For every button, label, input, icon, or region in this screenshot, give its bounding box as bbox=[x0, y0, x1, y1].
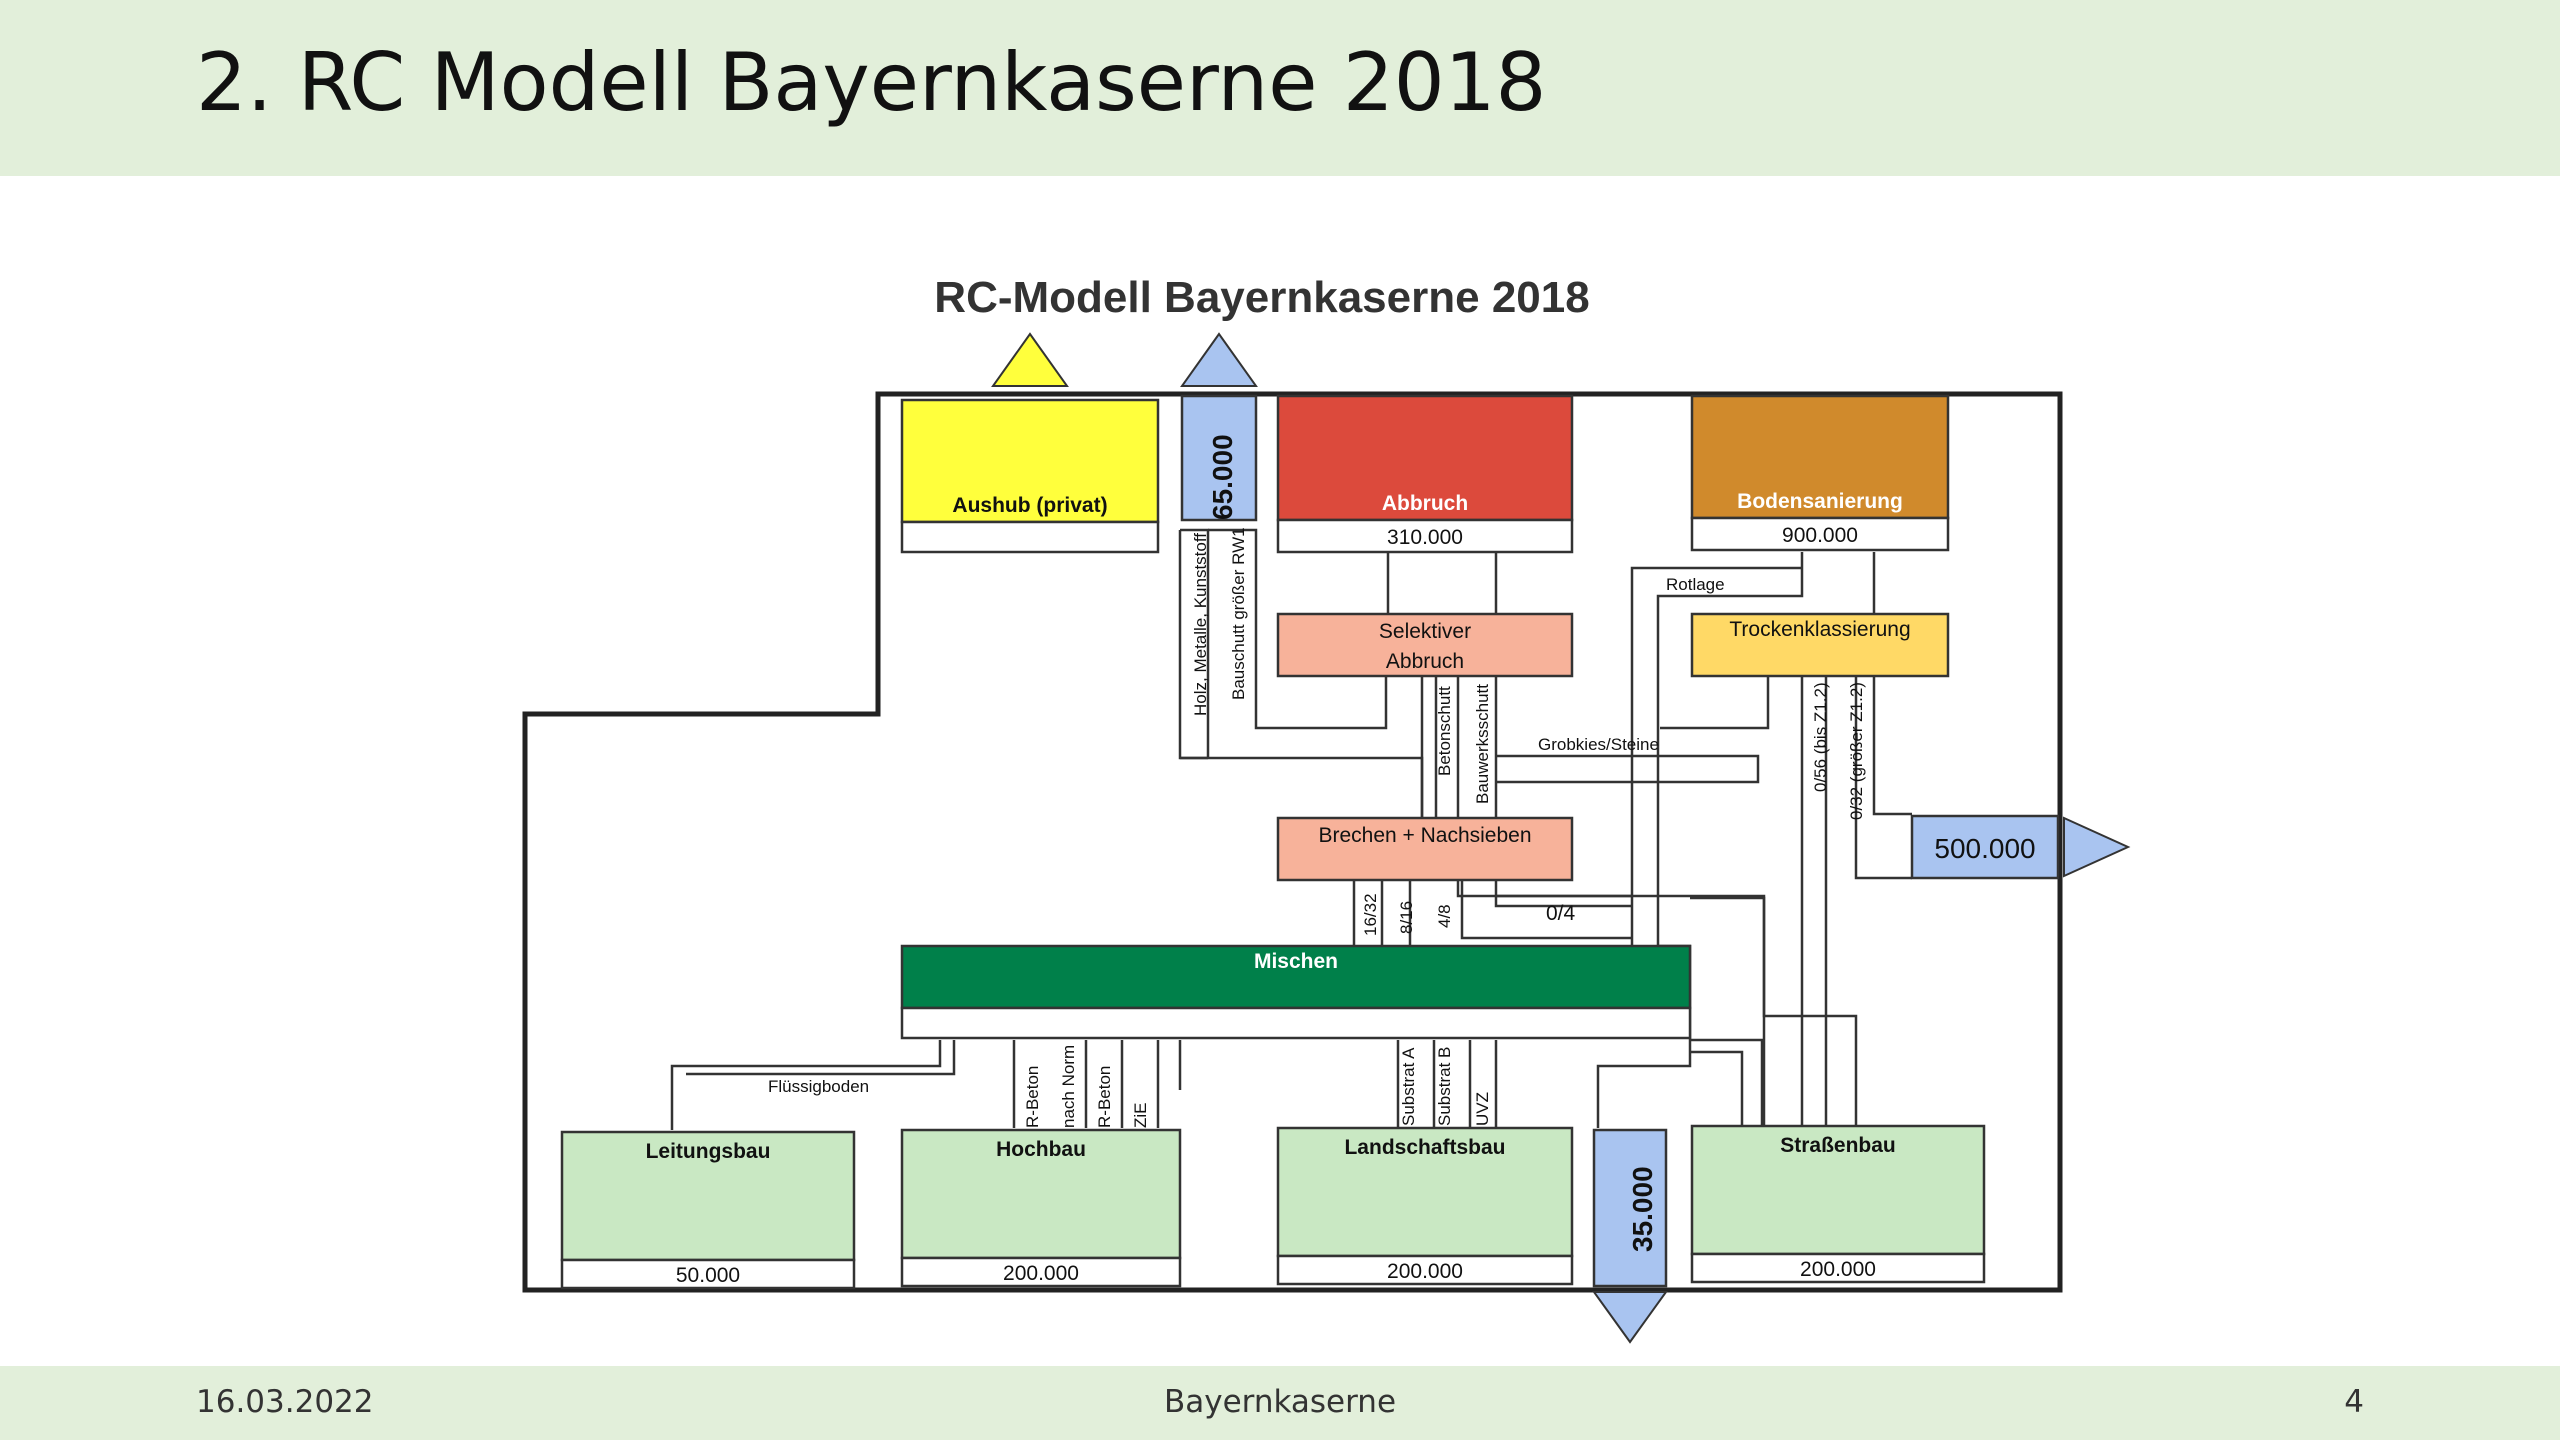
betonschutt-label: Betonschutt bbox=[1435, 686, 1454, 776]
aushub-value-box bbox=[900, 520, 1160, 554]
leitungsbau-box bbox=[560, 1130, 856, 1262]
strassenbau-value: 200.000 bbox=[1800, 1258, 1876, 1281]
uvz-label: UVZ bbox=[1473, 1092, 1492, 1126]
trockenklassierung-box bbox=[1690, 612, 1950, 678]
bodensanierung-value-box bbox=[1690, 516, 1950, 552]
grain-0-4-label: 0/4 bbox=[1546, 902, 1576, 925]
export-right-value: 500.000 bbox=[1934, 833, 2035, 864]
slide-footer bbox=[0, 1366, 2560, 1440]
hochbau-box bbox=[900, 1128, 1182, 1260]
footer-page-number: 4 bbox=[2344, 1384, 2364, 1420]
zie-label: ZiE bbox=[1131, 1103, 1150, 1129]
abbruch-value: 310.000 bbox=[1387, 526, 1463, 549]
selektiver-abbruch-box bbox=[1276, 612, 1574, 678]
brechen-box bbox=[1276, 816, 1574, 882]
landschaftsbau-label: Landschaftsbau bbox=[1344, 1136, 1505, 1159]
bauschutt-rw1-label: Bauschutt größer RW1 bbox=[1229, 527, 1248, 700]
strassenbau-value-box bbox=[1690, 1252, 1986, 1284]
grain-16-32-label: 16/32 bbox=[1361, 893, 1380, 936]
holz-label: Holz, Metalle, Kunststoff bbox=[1191, 533, 1210, 716]
mischen-box bbox=[900, 944, 1692, 1010]
landschaftsbau-box bbox=[1276, 1126, 1574, 1258]
bodensanierung-label: Bodensanierung bbox=[1737, 490, 1903, 513]
leitungsbau-value-box bbox=[560, 1258, 856, 1290]
strassenbau-label: Straßenbau bbox=[1780, 1134, 1896, 1157]
aushub-arrow-icon bbox=[991, 332, 1069, 387]
bodensanierung-value: 900.000 bbox=[1782, 524, 1858, 547]
selektiver-abbruch-label-1: Selektiver bbox=[1379, 620, 1471, 643]
f056-label: 0/56 (bis Z1.2) bbox=[1811, 682, 1830, 792]
abbruch-value-box bbox=[1276, 518, 1574, 554]
abbruch-box bbox=[1276, 394, 1574, 522]
nach-norm-label: nach Norm bbox=[1059, 1045, 1078, 1128]
export-bottom-arrow-icon bbox=[1592, 1291, 1668, 1344]
slide-title: 2. RC Modell Bayernkaserne 2018 bbox=[196, 36, 1547, 129]
bodensanierung-box bbox=[1690, 394, 1950, 520]
export-bottom-value: 35.000 bbox=[1627, 1166, 1658, 1252]
grobkies-label: Grobkies/Steine bbox=[1538, 735, 1659, 754]
hochbau-label: Hochbau bbox=[996, 1138, 1086, 1161]
rbeton-1-label: R-Beton bbox=[1023, 1066, 1042, 1128]
substrat-b-label: Substrat B bbox=[1435, 1047, 1454, 1126]
leitungsbau-value: 50.000 bbox=[676, 1264, 740, 1287]
slide-header bbox=[0, 0, 2560, 176]
export-top-arrow-icon bbox=[1180, 332, 1258, 387]
trockenklassierung-label: Trockenklassierung bbox=[1729, 618, 1910, 641]
grain-4-8-label: 4/8 bbox=[1435, 904, 1454, 928]
rotlage-label: Rotlage bbox=[1666, 575, 1725, 594]
f032-label: 0/32 (größer Z1.2) bbox=[1847, 682, 1866, 820]
diagram-title: RC-Modell Bayernkaserne 2018 bbox=[934, 273, 1589, 322]
export-top-value: 65.000 bbox=[1207, 434, 1238, 520]
mischen-label: Mischen bbox=[1254, 950, 1338, 973]
footer-date: 16.03.2022 bbox=[196, 1384, 374, 1420]
mischen-lower-box bbox=[900, 1006, 1692, 1040]
fluessigboden-label: Flüssigboden bbox=[768, 1077, 869, 1096]
hochbau-value: 200.000 bbox=[1003, 1262, 1079, 1285]
export-right-box bbox=[1910, 814, 2060, 880]
bauwerksschutt-label: Bauwerksschutt bbox=[1473, 684, 1492, 804]
footer-center-text: Bayernkaserne bbox=[1163, 1384, 1397, 1420]
landschaftsbau-value-box bbox=[1276, 1254, 1574, 1286]
brechen-label: Brechen + Nachsieben bbox=[1318, 824, 1531, 847]
export-bottom-bar bbox=[1592, 1128, 1668, 1288]
leitungsbau-label: Leitungsbau bbox=[646, 1140, 771, 1163]
strassenbau-box bbox=[1690, 1124, 1986, 1256]
substrat-a-label: Substrat A bbox=[1399, 1047, 1418, 1126]
export-right-arrow-icon bbox=[2063, 816, 2131, 878]
diagram-frame bbox=[522, 391, 2063, 1293]
rbeton-2-label: R-Beton bbox=[1095, 1066, 1114, 1128]
selektiver-abbruch-label-2: Abbruch bbox=[1386, 650, 1464, 673]
aushub-label: Aushub (privat) bbox=[952, 494, 1107, 517]
export-top-bar bbox=[1180, 394, 1258, 522]
abbruch-label: Abbruch bbox=[1382, 492, 1468, 515]
landschaftsbau-value: 200.000 bbox=[1387, 1260, 1463, 1283]
hochbau-value-box bbox=[900, 1256, 1182, 1288]
grain-8-16-label: 8/16 bbox=[1397, 901, 1416, 934]
